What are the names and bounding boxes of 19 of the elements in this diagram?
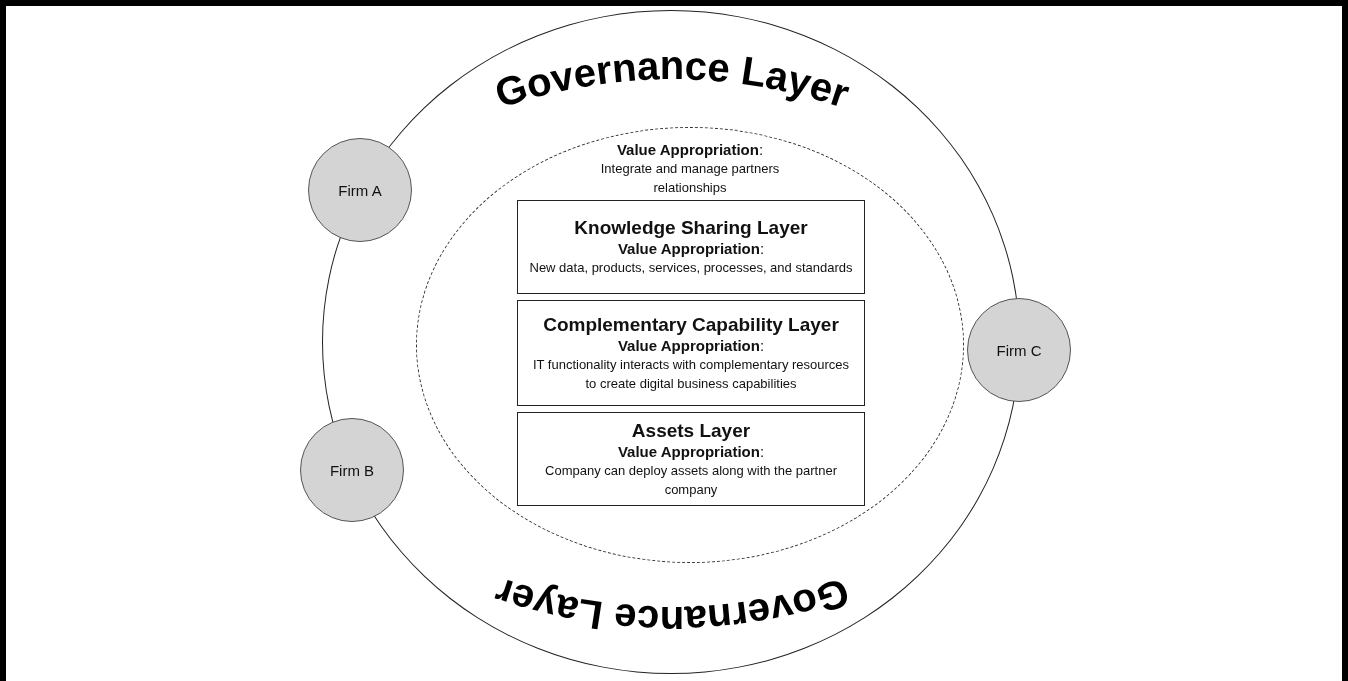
section-heading: Value Appropriation: <box>616 140 764 159</box>
layer-box <box>517 300 865 406</box>
firm-label: Firm A <box>338 180 382 200</box>
layer-heading: Complementary Capability Layer <box>543 313 839 336</box>
layer-heading: Assets Layer <box>631 419 751 442</box>
layer-box <box>517 200 865 294</box>
layer-title: Governance Layer <box>489 570 855 643</box>
layer-heading: Knowledge Sharing Layer <box>574 217 808 239</box>
description-text: IT functionality interacts with complementary resources to create digital business capabilities <box>531 355 851 393</box>
layer-title: Governance Layer <box>489 43 855 116</box>
section-heading: Value Appropriation: <box>617 441 765 461</box>
section-heading: Value Appropriation: <box>617 335 765 355</box>
firm-label: Firm B <box>329 460 375 480</box>
section-heading: Value Appropriation: <box>617 239 765 258</box>
description-text: New data, products, services, processes, and standards <box>529 259 853 277</box>
description-text: Integrate and manage partners relationships <box>599 160 781 197</box>
firm-label: Firm C <box>996 340 1042 360</box>
layer-box <box>517 412 865 506</box>
description-text: Company can deploy assets along with the partner company <box>544 461 838 499</box>
